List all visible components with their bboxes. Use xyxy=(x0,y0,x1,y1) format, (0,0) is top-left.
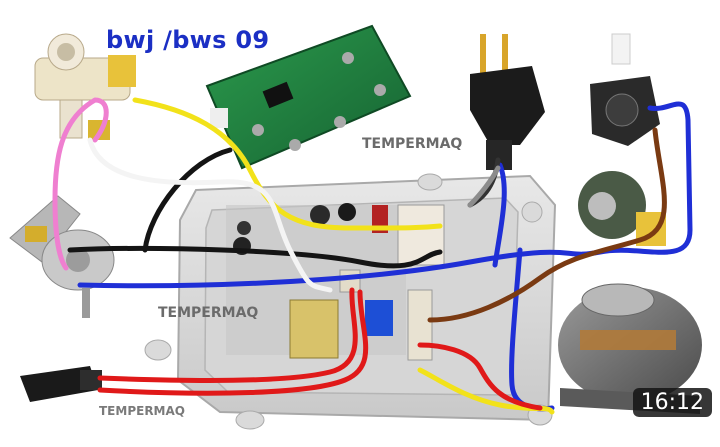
diagram-title: bwj /bws 09 xyxy=(106,26,270,54)
door-lock-connector xyxy=(20,366,102,402)
watermark-middle: TEMPERMAQ xyxy=(158,305,259,321)
wires xyxy=(52,97,693,415)
watermark-top: TEMPERMAQ xyxy=(362,136,463,152)
watermark-bottom: TEMPERMAQ xyxy=(99,404,185,418)
video-timestamp: 16:12 xyxy=(632,388,712,417)
drain-pump-timer xyxy=(590,33,660,146)
power-plug xyxy=(470,34,545,170)
